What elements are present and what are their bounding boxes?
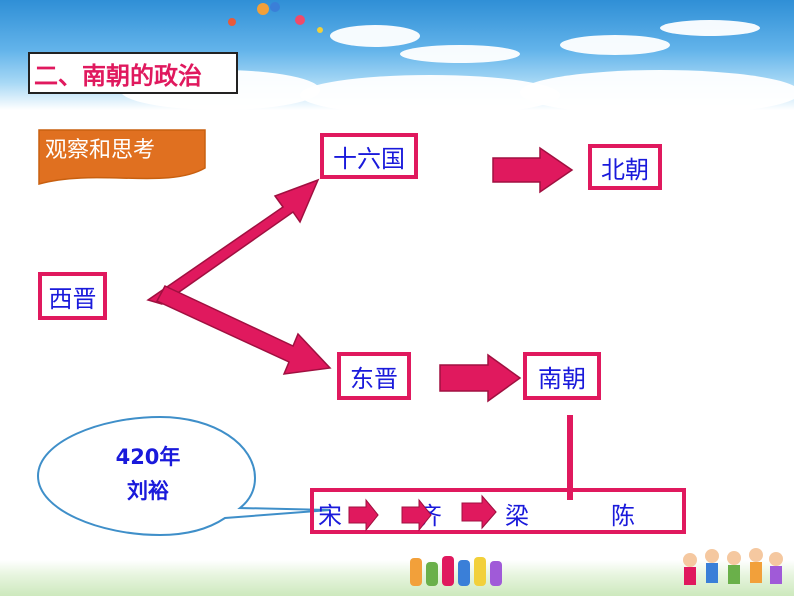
node-nanchao: 南朝 [523, 352, 601, 400]
node-beichao: 北朝 [588, 144, 662, 190]
arrow-to-dongjin [155, 285, 332, 375]
arrow-to-nanchao [439, 353, 522, 403]
dynasty-chen: 陈 [611, 502, 635, 530]
observe-box: 观察和思考 [37, 128, 207, 186]
observe-label: 观察和思考 [45, 138, 156, 163]
node-shiliuguo: 十六国 [320, 133, 418, 179]
speech-bubble [36, 415, 331, 537]
arrow-to-beichao [492, 146, 574, 194]
node-xijin: 西晋 [38, 272, 107, 320]
grass-ground [0, 560, 794, 596]
bubble-year: 420年 [115, 445, 181, 469]
bubble-founder: 刘裕 [127, 479, 169, 503]
dynasty-song: 宋 [318, 502, 342, 530]
node-dongjin: 东晋 [337, 352, 411, 400]
arrow-to-shiliuguo [146, 178, 320, 305]
connector-line [567, 415, 573, 500]
dynasty-liang: 梁 [505, 502, 529, 530]
dynasty-row [310, 488, 686, 534]
page-title: 二、南朝的政治 [28, 52, 238, 94]
dynasty-qi: 齐 [418, 502, 442, 530]
